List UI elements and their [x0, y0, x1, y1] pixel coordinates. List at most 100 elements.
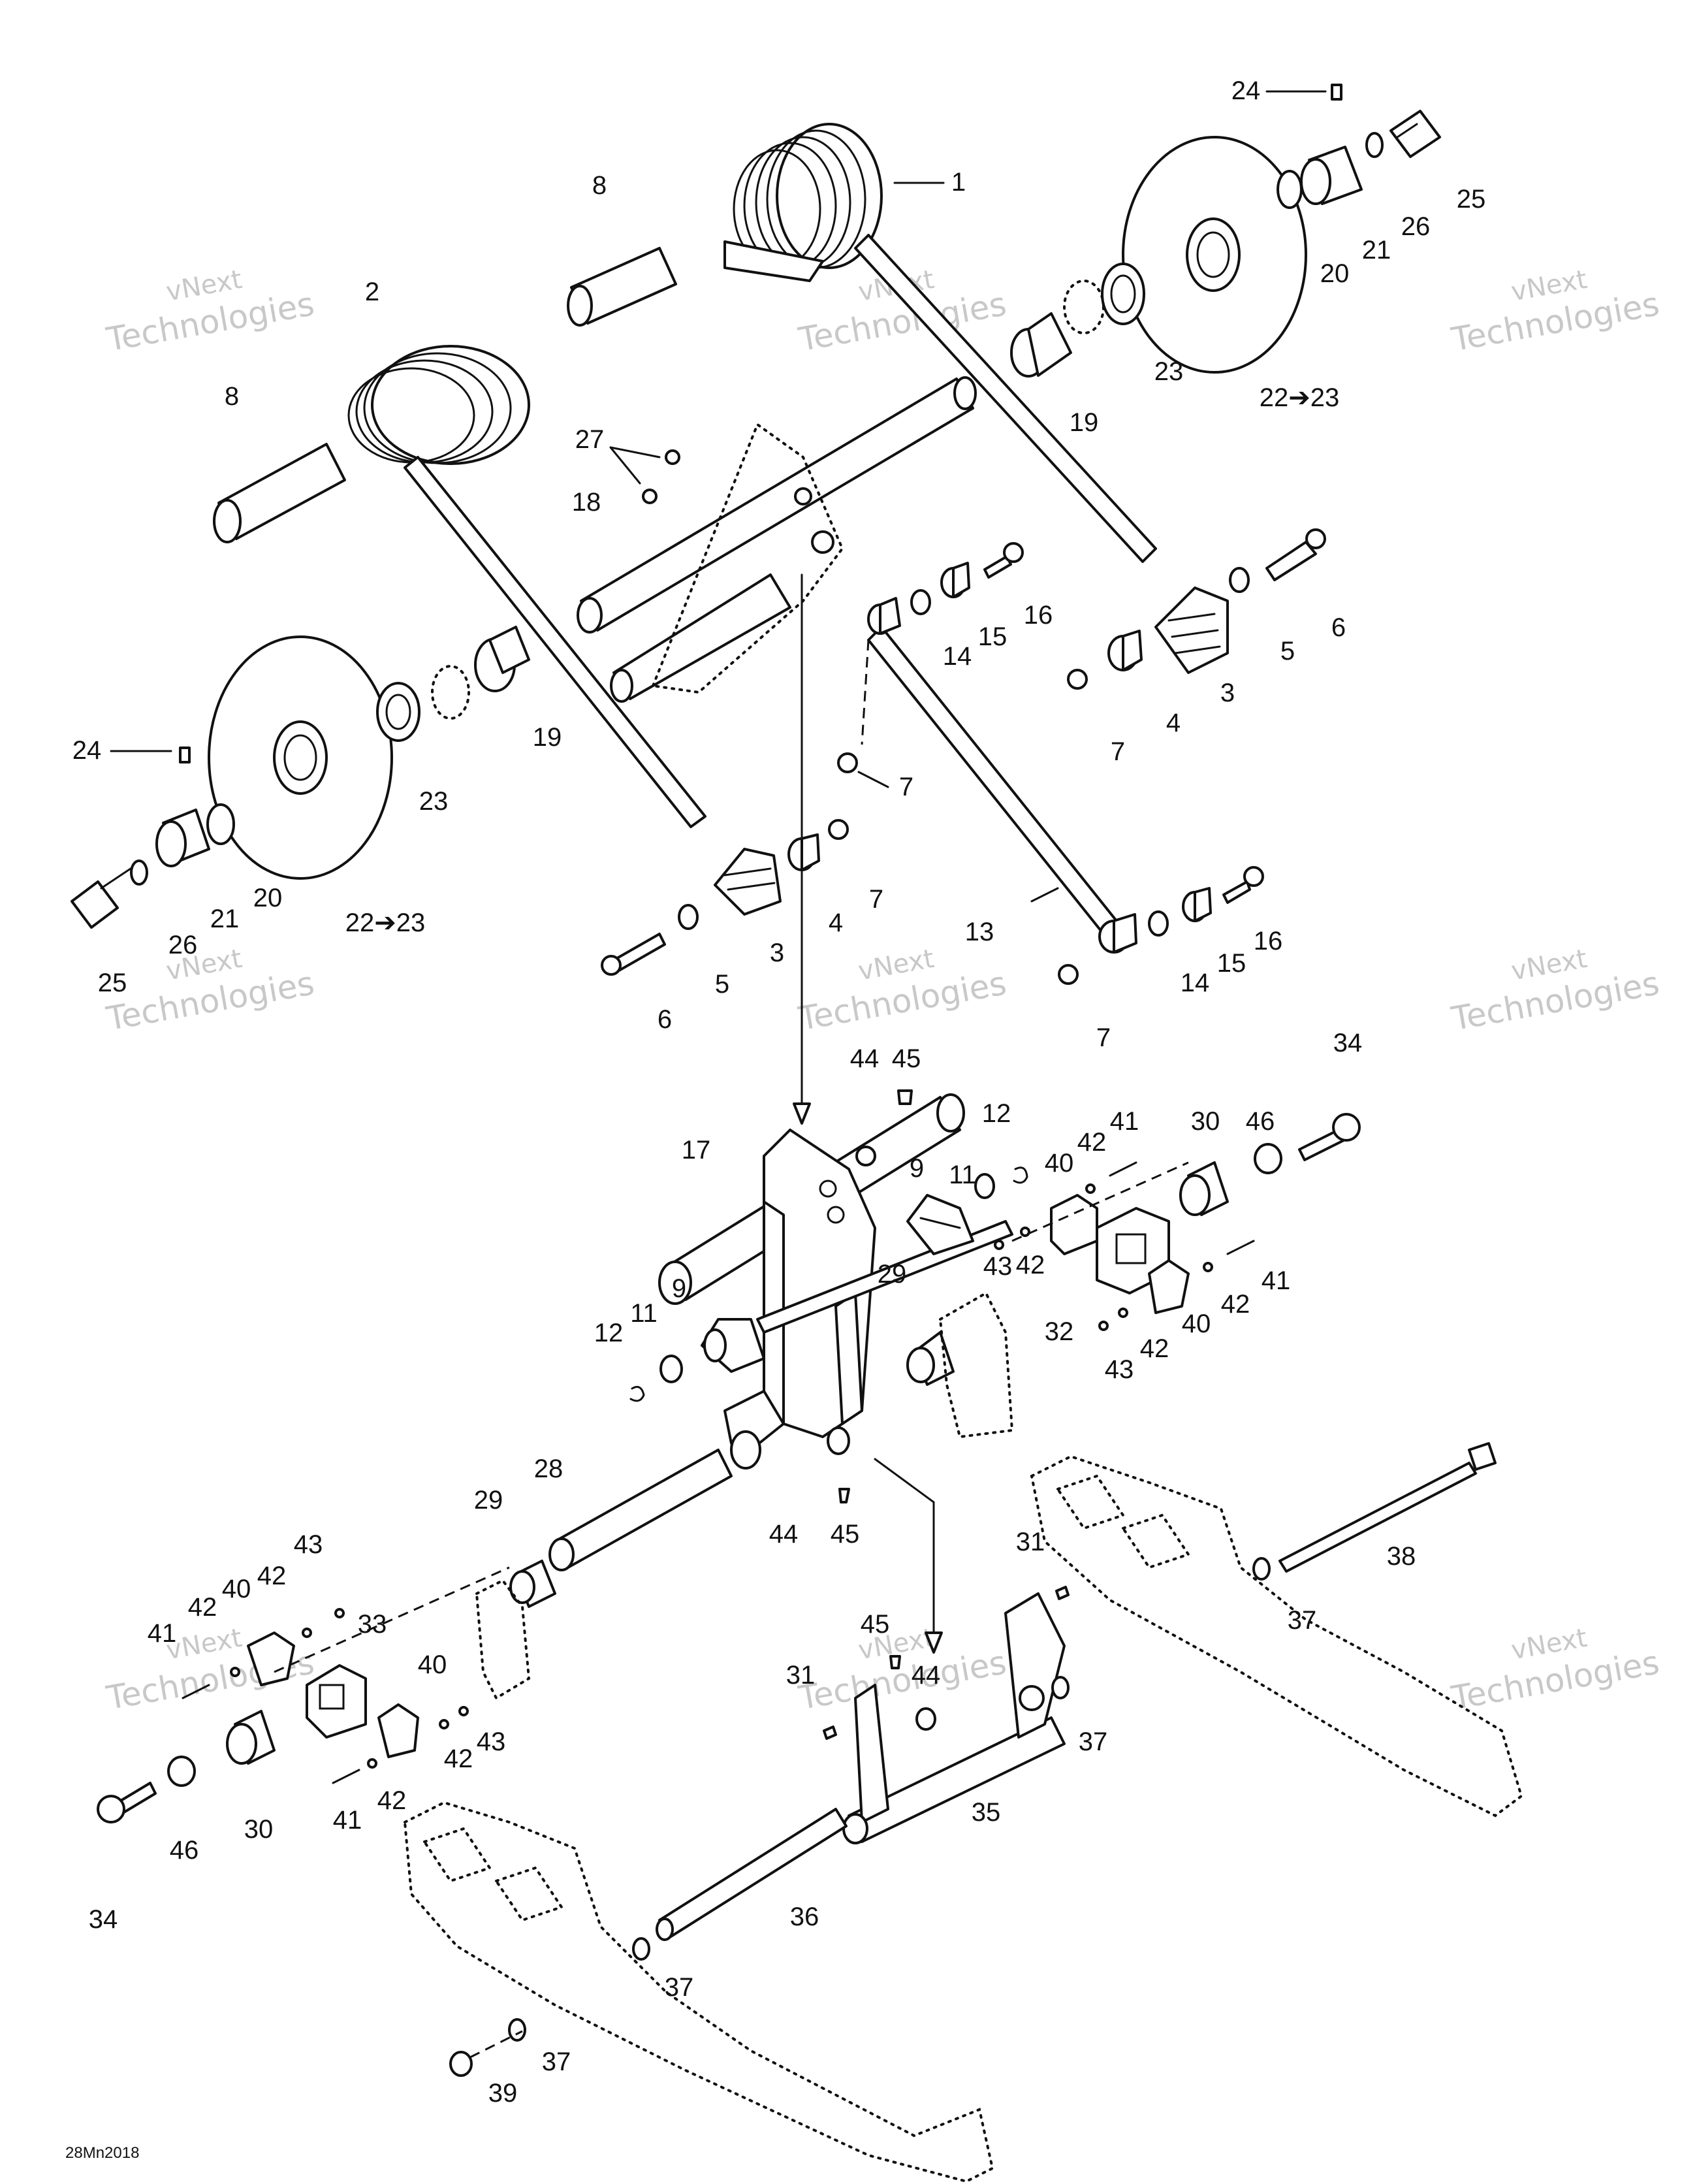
assembly-arrow-lower	[874, 1458, 935, 1641]
upper-assembly	[71, 84, 1441, 1125]
callout-c17: 17	[682, 1136, 711, 1164]
callout-c11b: 11	[630, 1299, 658, 1328]
bushing-4-left	[787, 833, 820, 871]
block-40-lower	[1148, 1259, 1190, 1314]
middle-assembly	[629, 1089, 1361, 1654]
callout-c35: 35	[972, 1798, 1001, 1827]
bushing-15-upper	[940, 562, 970, 598]
callout-c15b: 15	[1217, 949, 1246, 978]
clip-12-lower	[629, 1386, 645, 1402]
grease-fitting-45-top	[855, 1089, 913, 1166]
nut-7-lower	[1058, 964, 1079, 985]
setscrew-24-left	[179, 747, 191, 763]
leader-lines	[110, 90, 1327, 903]
callout-c23b: 23	[419, 787, 449, 816]
front-arm-17	[658, 1093, 965, 1469]
long-bolt-38	[1278, 1442, 1497, 1573]
bearing-23-left	[376, 682, 420, 742]
bolt-25-right	[1389, 110, 1441, 158]
callout-c14b: 14	[1181, 969, 1210, 997]
callout-c37c: 37	[665, 1973, 694, 2002]
collar-21-right	[1300, 146, 1363, 205]
callout-c34b: 34	[89, 1905, 118, 1934]
callout-c15a: 15	[978, 622, 1008, 651]
callout-c29b: 29	[474, 1486, 503, 1515]
bolt-25-left	[71, 867, 132, 929]
callout-c41b: 41	[1262, 1266, 1291, 1295]
callout-c38: 38	[1387, 1542, 1416, 1571]
callout-c26b: 26	[168, 931, 198, 959]
callout-c7b: 7	[899, 773, 913, 801]
bushing-30-upper	[1179, 1161, 1229, 1216]
bushing-14-upper	[867, 597, 901, 635]
callout-c20b: 20	[253, 884, 283, 912]
small-fasteners-41-42-43-lower	[182, 1608, 469, 1784]
callout-c3a: 3	[1220, 679, 1235, 707]
callout-c2223a: 22➔23	[1260, 383, 1340, 412]
bolt-16-lower	[1222, 866, 1264, 904]
callout-c40a: 40	[1045, 1149, 1074, 1178]
callout-c29a: 29	[878, 1260, 907, 1289]
callout-c37b: 37	[1079, 1727, 1108, 1756]
washer-26-right	[1365, 132, 1384, 158]
callout-c30a: 30	[1191, 1107, 1220, 1136]
callout-c33: 33	[358, 1610, 387, 1639]
shaft-18	[577, 376, 977, 703]
callout-c5a: 5	[1280, 637, 1295, 666]
callout-c21b: 21	[210, 905, 240, 933]
circlip-27	[642, 449, 680, 504]
callout-c44a: 44	[850, 1044, 880, 1073]
bracket-left-dotted	[475, 1579, 531, 1700]
callout-c16b: 16	[1254, 927, 1283, 956]
pin-31-b	[823, 1726, 837, 1740]
circlip-right	[1063, 280, 1105, 334]
callout-c28: 28	[534, 1454, 563, 1483]
block-40-left-upper	[247, 1631, 295, 1686]
callout-c42b: 42	[1016, 1251, 1045, 1279]
callout-c41a: 41	[1110, 1107, 1139, 1136]
sleeve-8-upper	[567, 247, 677, 327]
bolt-6-right	[1265, 528, 1326, 581]
washer-11-lower	[659, 1355, 683, 1383]
fitting-44-45-rear	[889, 1655, 936, 1731]
callout-c45c: 45	[861, 1610, 890, 1639]
callout-c45a: 45	[892, 1044, 921, 1073]
callout-c2223b: 22➔23	[345, 908, 426, 937]
callout-c43a: 43	[983, 1252, 1013, 1281]
callout-c40d: 40	[418, 1650, 447, 1679]
callout-c19b: 19	[533, 723, 562, 752]
arrow-head-lower	[925, 1631, 943, 1654]
callout-c7d: 7	[1096, 1023, 1111, 1052]
bracket-right-dotted	[938, 1291, 1014, 1439]
block-40-left-lower	[377, 1703, 419, 1758]
callout-c45b: 45	[831, 1520, 860, 1549]
lower-left-group	[97, 1449, 733, 1823]
axis-line-mid	[1011, 1161, 1189, 1242]
callout-c4b: 4	[829, 908, 843, 937]
washer-11-upper	[974, 1173, 995, 1199]
callout-c5b: 5	[715, 970, 729, 999]
callout-c12a: 12	[982, 1099, 1011, 1128]
callout-c9b: 9	[672, 1274, 686, 1303]
callout-c31b: 31	[786, 1661, 816, 1690]
callout-c46a: 46	[1246, 1107, 1275, 1136]
bushing-30-lower	[226, 1710, 276, 1765]
callout-c19a: 19	[1070, 408, 1099, 437]
callout-c44b: 44	[769, 1520, 799, 1549]
callout-c13: 13	[965, 918, 994, 946]
bolt-34-lower	[97, 1782, 157, 1823]
block-40-upper	[1050, 1194, 1098, 1255]
callout-c41d: 41	[333, 1806, 362, 1835]
callout-c24a: 24	[1231, 76, 1261, 105]
block-33	[306, 1664, 367, 1739]
callout-c41c: 41	[148, 1619, 177, 1648]
callout-c42g: 42	[444, 1744, 473, 1773]
callout-c26a: 26	[1401, 212, 1431, 241]
nut-7-right	[1067, 669, 1088, 690]
callout-c4a: 4	[1166, 709, 1181, 737]
